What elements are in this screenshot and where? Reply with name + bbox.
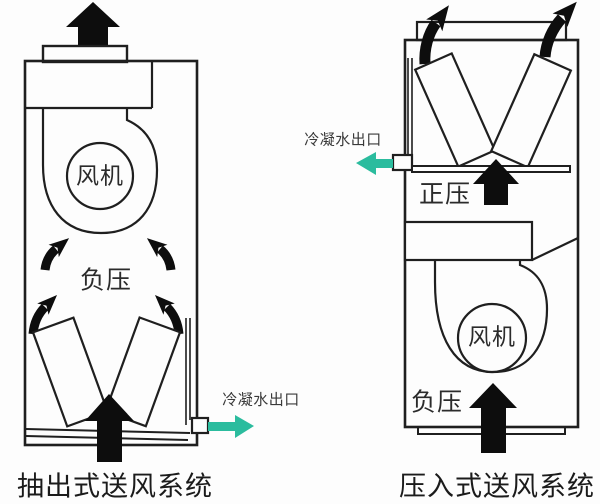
right-condensate-arrow-icon [356,152,393,175]
right-bottom-inlet-arrow-icon [469,383,517,453]
left-unit [23,2,254,462]
left-plenum [25,61,154,110]
suction-arrow-icon [40,238,70,271]
left-negative-pressure-label: 负压 [79,265,133,295]
right-unit-caption: 压入式送风系统 [399,471,595,503]
left-fan-circle [65,141,135,211]
right-condensate-outlet-label: 冷凝水出口 [304,130,382,149]
right-coil-panel-left [413,51,497,169]
right-fan-volute [433,260,549,374]
right-fan-circle [456,302,528,374]
left-condensate-pipe [185,318,191,425]
left-fan-volute [41,108,159,235]
right-fan-label: 风机 [468,324,516,351]
left-condensate-outlet-label: 冷凝水出口 [222,390,300,409]
left-unit-caption: 抽出式送风系统 [17,471,213,503]
right-mid-arrow-icon [473,159,519,205]
left-duct-collar [41,44,129,64]
right-condensate-pipe [407,58,413,158]
left-bottom-inlet-arrow-icon [85,394,134,462]
left-condensate-arrow-icon [208,415,254,438]
left-condensate-stub [190,416,210,435]
discharge-arrow-icon [419,5,449,65]
right-discharge-arrows [419,1,577,65]
right-plenum-diagonal [531,237,579,261]
left-top-discharge-arrow-icon [66,2,120,47]
right-unit [356,1,580,453]
right-plenum [403,220,534,262]
right-condensate-stub [391,153,414,172]
right-positive-pressure-label: 正压 [418,179,472,209]
right-coil-panel-right [489,52,573,169]
suction-arrow-icon [146,238,176,271]
right-top-lid [415,20,568,42]
left-fan-label: 风机 [76,163,124,190]
discharge-arrow-icon [539,1,577,58]
right-negative-pressure-label: 负压 [410,387,464,417]
